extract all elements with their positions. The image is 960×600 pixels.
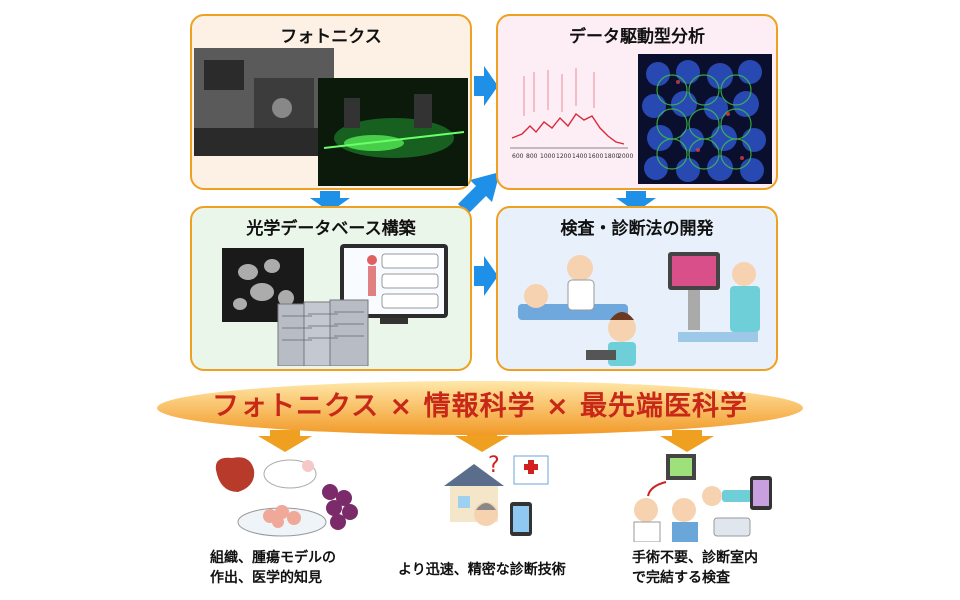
outcome-tissue-line2: 作出、医学的知見 [210,570,322,586]
arrow-analysis-to-diagnosis [616,191,656,212]
outcome-diagnosis-line1: より迅速、精密な診断技術 [398,562,566,578]
panel-database: 光学データベース構築 [190,206,472,371]
arrow-database-to-diagnosis [474,256,498,296]
tissue-model-illustration [215,457,358,537]
outcome-clinic-caption: 手術不要、診断室内 で完結する検査 [632,548,758,588]
spectrum-tick: 800 [526,153,538,160]
spectrum-tick: 1000 [540,153,555,160]
panel-data-analysis: データ駆動型分析 600 800 1000 1200 1400 1600 180… [496,14,778,190]
panel-diagnosis: 検査・診断法の開発 [496,206,778,371]
panel-title-data-analysis: データ駆動型分析 [569,27,705,47]
outcome-clinic-line1: 手術不要、診断室内 [632,550,758,566]
panel-title-photonics: フォトニクス [280,27,382,47]
spectrum-tick: 600 [512,153,524,160]
banner-text: フォトニクス × 情報科学 × 最先端医科学 [211,391,749,422]
outcome-tissue-line1: 組織、腫瘍モデルの [210,550,336,566]
panel-photonics: フォトニクス [190,14,472,190]
outcome-diagnosis-caption: より迅速、精密な診断技術 [398,560,566,580]
spectrum-tick: 2000 [618,153,633,160]
spectrum-tick: 1800 [604,153,619,160]
photonics-lab-photos [194,48,468,186]
outcome-tissue-caption: 組織、腫瘍モデルの 作出、医学的知見 [210,548,336,588]
spectrum-tick: 1600 [588,153,603,160]
raman-spectrum-chart: 600 800 1000 1200 1400 1600 1800 2000 [510,68,633,160]
house-patient-illustration: ? [444,453,549,536]
svg-text:?: ? [488,453,500,478]
in-clinic-test-illustration [633,454,772,542]
panel-title-diagnosis: 検査・診断法の開発 [560,219,714,239]
arrow-photonics-to-database [310,191,350,212]
outcome-clinic-line2: で完結する検査 [632,570,730,586]
arrow-to-outcome-3 [660,430,714,452]
arrow-diagonal-feedback [458,172,500,214]
arrow-to-outcome-1 [258,430,312,452]
spectrum-tick: 1400 [572,153,587,160]
arrow-photonics-to-analysis [474,66,498,106]
panel-title-database: 光学データベース構築 [246,219,416,239]
fluorescence-cell-image [638,54,772,184]
spectrum-tick: 1200 [556,153,571,160]
banner-ellipse [157,381,803,435]
database-illustration [222,244,448,366]
arrow-to-outcome-2 [455,430,509,452]
diagnosis-illustration [518,252,760,366]
